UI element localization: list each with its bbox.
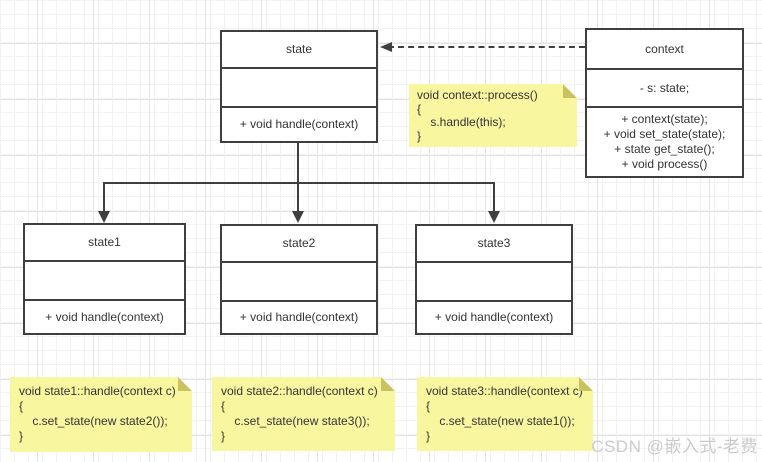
class-methods: + void handle(context): [222, 300, 376, 333]
class-box-state1: state1 + void handle(context): [23, 223, 186, 335]
class-title: context: [645, 41, 684, 56]
class-attributes: [222, 261, 376, 300]
method-label: + void handle(context): [239, 310, 359, 324]
class-title: state1: [88, 235, 121, 249]
class-methods: + void handle(context): [222, 106, 376, 141]
note-context-process: void context::process() { s.handle(this)…: [409, 84, 577, 147]
class-title: state: [285, 42, 312, 56]
method-label: + void handle(context): [45, 309, 164, 324]
note-fold-icon: [563, 84, 577, 98]
connector-horizontal-bus: [103, 182, 495, 184]
class-box-state2: state2 + void handle(context): [220, 224, 378, 335]
arrowhead-down-icon: [292, 211, 304, 223]
class-box-state: state + void handle(context): [220, 30, 378, 143]
class-box-context: context - s: state; + context(state); + …: [585, 28, 744, 178]
class-methods: + void handle(context): [417, 300, 571, 333]
class-attributes: - s: state;: [587, 68, 742, 106]
connector-drop-state3: [493, 182, 495, 213]
note-state3-handle: void state3::handle(context c) { c.set_s…: [417, 377, 593, 451]
method-label: + void set_state(state);: [603, 127, 726, 141]
csdn-watermark: CSDN @嵌入式-老费: [591, 437, 758, 456]
note-fold-icon: [579, 377, 593, 391]
connector-drop-state2: [297, 184, 299, 213]
note-code: void state2::handle(context c) { c.set_s…: [221, 384, 378, 443]
class-box-state3: state3 + void handle(context): [415, 224, 573, 335]
note-state1-handle: void state1::handle(context c) { c.set_s…: [10, 377, 192, 452]
note-code: void state3::handle(context c) { c.set_s…: [426, 384, 583, 443]
class-attributes: [25, 260, 184, 299]
class-attributes: [417, 261, 571, 300]
method-label: + context(state);: [621, 112, 708, 126]
method-label: + state get_state();: [614, 142, 715, 156]
connector-drop-state1: [103, 182, 105, 213]
dependency-connector-context-to-state: [388, 46, 585, 48]
note-fold-icon: [381, 377, 395, 391]
note-state2-handle: void state2::handle(context c) { c.set_s…: [212, 377, 395, 451]
note-fold-icon: [178, 377, 192, 391]
arrowhead-down-icon: [488, 211, 500, 223]
class-methods: + context(state); + void set_state(state…: [587, 106, 742, 176]
method-label: + void process(): [621, 157, 708, 171]
arrowhead-left-icon: [380, 42, 392, 52]
connector-state-stem: [297, 142, 299, 184]
method-label: + void handle(context): [239, 117, 359, 131]
class-title: state2: [282, 236, 316, 250]
class-title: state3: [477, 236, 511, 250]
note-code: void context::process() { s.handle(this)…: [417, 88, 538, 143]
arrowhead-down-icon: [98, 211, 110, 223]
class-methods: + void handle(context): [25, 299, 184, 333]
note-code: void state1::handle(context c) { c.set_s…: [19, 384, 176, 443]
class-attributes: [222, 67, 376, 106]
method-label: + void handle(context): [434, 310, 554, 324]
